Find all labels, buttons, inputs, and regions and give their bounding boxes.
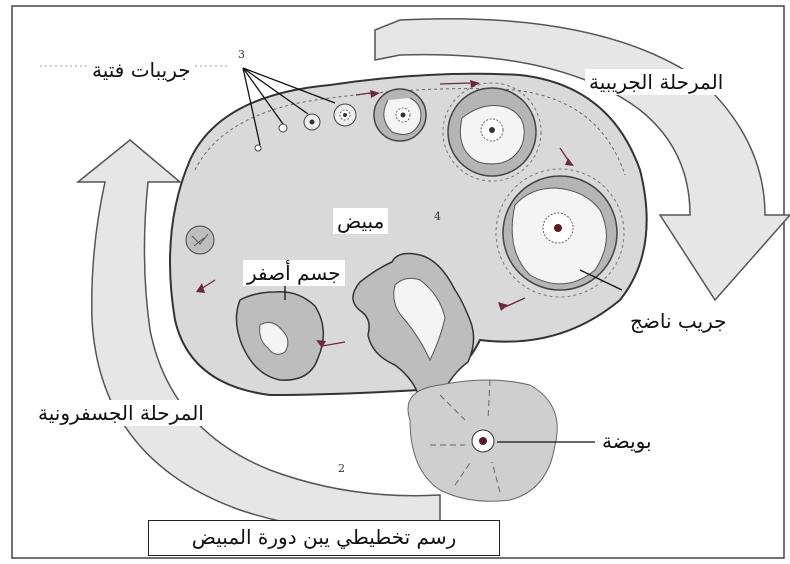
label-luteal-phase: المرحلة الجسفرونية bbox=[34, 400, 208, 426]
label-follicular-phase: المرحلة الجريبية bbox=[585, 69, 727, 95]
corpus-albicans bbox=[186, 226, 214, 254]
primary-follicle-2 bbox=[279, 124, 287, 132]
primary-follicle-1 bbox=[255, 145, 261, 151]
label-mature-follicle: جريب ناضج bbox=[626, 308, 731, 334]
diagram-caption: رسم تخطيطي يبن دورة المبيض bbox=[148, 520, 500, 556]
label-ovary: مبيض bbox=[333, 208, 388, 234]
label-corpus-luteum: جسم أصفر bbox=[243, 260, 345, 286]
label-primary-follicles: جريبات فتية bbox=[88, 57, 195, 83]
number-4: 4 bbox=[434, 210, 441, 223]
number-2: 2 bbox=[338, 462, 345, 475]
label-ovum: بويضة bbox=[598, 428, 656, 454]
number-3: 3 bbox=[238, 48, 245, 61]
